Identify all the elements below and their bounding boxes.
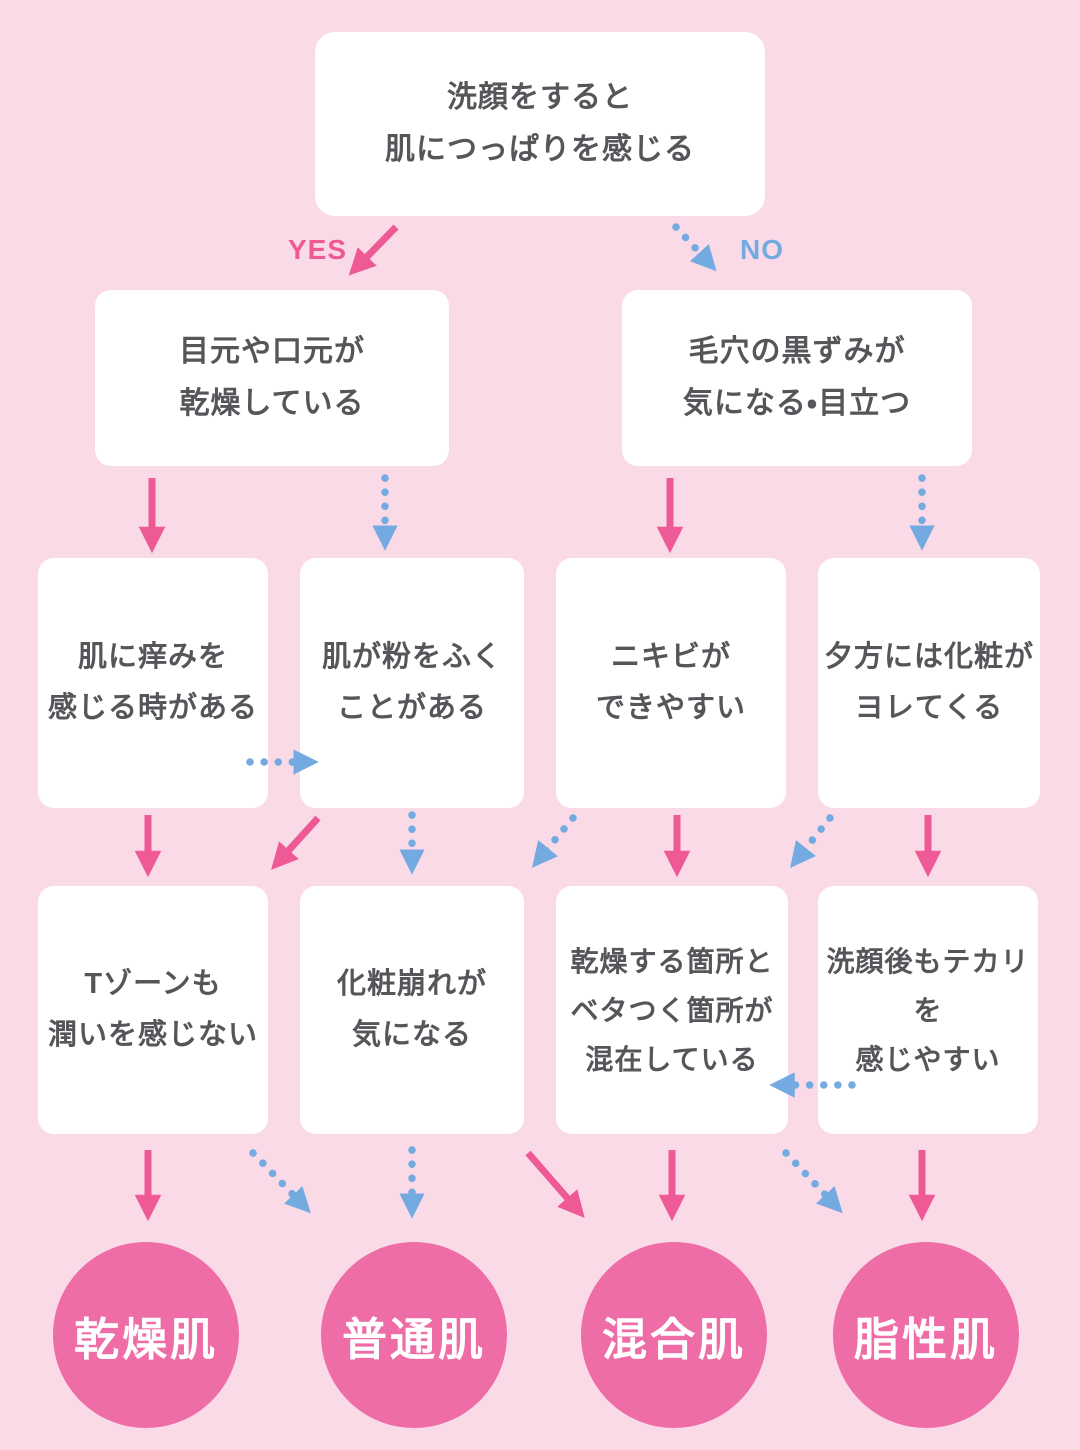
edge-no-root-to-pores xyxy=(672,223,717,272)
edge-makeup-breakdown-to-result-combination xyxy=(525,1150,585,1219)
node-flaky: 肌が粉をふく ことがある xyxy=(300,558,524,808)
edge-mixed-spots-to-result-oily xyxy=(782,1149,843,1214)
edge-acne-to-makeup-breakdown xyxy=(531,814,577,868)
node-dry-eye-mouth: 目元や口元が 乾燥している xyxy=(95,290,449,466)
node-acne: ニキビが できやすい xyxy=(556,558,786,808)
edge-makeup-smudge-to-mixed-spots xyxy=(790,814,834,868)
node-makeup-breakdown: 化粧崩れが 気になる xyxy=(300,886,524,1134)
result-combination-skin: 混合肌 xyxy=(581,1242,767,1428)
edge-yes-root-to-dry-eye-mouth xyxy=(348,224,399,276)
node-pores: 毛穴の黒ずみが 気になる・目立つ xyxy=(622,290,972,466)
node-mixed-spots: 乾燥する箇所と ベタつく箇所が 混在している xyxy=(556,886,788,1134)
result-dry-skin: 乾燥肌 xyxy=(53,1242,239,1428)
node-itchy: 肌に痒みを 感じる時がある xyxy=(38,558,268,808)
result-oily-skin: 脂性肌 xyxy=(833,1242,1019,1428)
yes-branch-label: YES xyxy=(288,234,348,265)
edge-tzone-to-result-normal xyxy=(249,1149,311,1214)
edge-flaky-to-tzone xyxy=(271,815,321,870)
result-normal-skin: 普通肌 xyxy=(321,1242,507,1428)
node-shiny: 洗顔後もテカリを 感じやすい xyxy=(818,886,1038,1134)
node-root-question: 洗顔をすると 肌につっぱりを感じる xyxy=(315,32,765,216)
node-makeup-smudge: 夕方には化粧が ヨレてくる xyxy=(818,558,1040,808)
node-tzone: Tゾーンも 潤いを感じない xyxy=(38,886,268,1134)
no-branch-label: NO xyxy=(740,234,784,265)
